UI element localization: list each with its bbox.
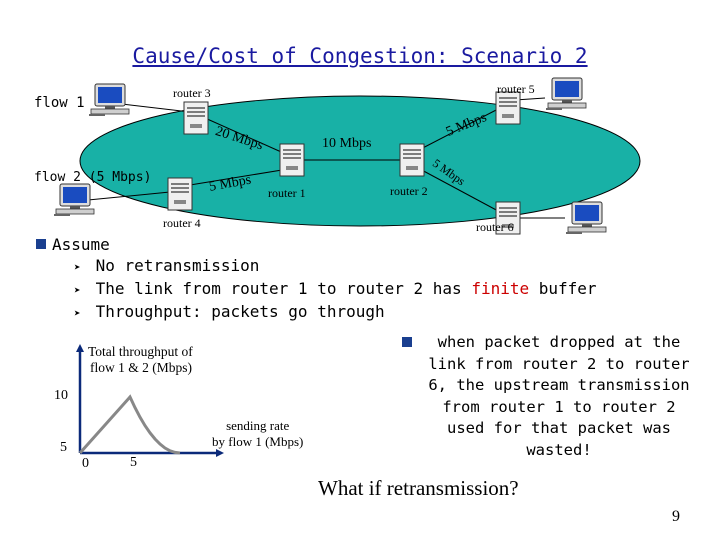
square-bullet-icon (402, 337, 412, 347)
assume-item-3: ➤ Throughput: packets go through (36, 301, 597, 324)
chart-ylabel-line1: Total throughput of (88, 344, 193, 359)
host-link-flow1 (121, 103, 191, 113)
drop-note-text: when packet dropped at the link from rou… (428, 333, 690, 459)
router5-label: router 5 (497, 82, 535, 96)
router3-label: router 3 (173, 86, 211, 100)
router6-label: router 6 (476, 220, 514, 234)
arrow-bullet-icon: ➤ (74, 307, 81, 320)
arrow-bullet-icon: ➤ (74, 284, 81, 297)
assume-item-3-text: Throughput: packets go through (95, 302, 385, 321)
chart-xtick-5: 5 (130, 455, 137, 470)
network-cloud (79, 95, 641, 227)
page-number: 9 (672, 508, 680, 525)
chart-ylabel: Total throughput of flow 1 & 2 (Mbps) (88, 344, 193, 376)
assume-item-1-text: No retransmission (95, 256, 260, 275)
link-r2-r6 (417, 167, 501, 213)
router2-label: router 2 (390, 184, 428, 198)
assume-item-2-text: The link from router 1 to router 2 has (95, 279, 472, 298)
throughput-curve (78, 394, 181, 455)
slide-title: Cause/Cost of Congestion: Scenario 2 (132, 44, 588, 68)
link-r3-r1 (204, 117, 289, 156)
router4-label: router 4 (163, 216, 201, 230)
assume-heading-text: Assume (52, 235, 110, 254)
arrow-bullet-icon: ➤ (74, 261, 81, 274)
assume-item-2-emphasis: finite (471, 279, 530, 298)
chart-ytick-5: 5 (60, 440, 67, 455)
chart-xlabel: sending rate by flow 1 (Mbps) (212, 418, 303, 450)
chart-ylabel-line2: flow 1 & 2 (Mbps) (90, 360, 192, 375)
link-r1-r2-label: 10 Mbps (322, 136, 372, 151)
flow2-label: flow 2 (5 Mbps) (34, 170, 152, 185)
chart-ytick-10: 10 (54, 388, 68, 403)
host-link-flow2 (87, 191, 171, 201)
square-bullet-icon (36, 239, 46, 249)
chart-xtick-0: 0 (82, 456, 89, 471)
drop-note: when packet dropped at the link from rou… (402, 332, 698, 461)
chart-xlabel-line2: by flow 1 (Mbps) (212, 434, 304, 449)
question-text: What if retransmission? (318, 476, 519, 500)
link-r2-r5 (414, 107, 501, 153)
assume-heading: Assume (36, 234, 597, 255)
assume-item-1: ➤ No retransmission (36, 255, 597, 278)
assume-block: Assume ➤ No retransmission ➤ The link fr… (36, 234, 597, 324)
chart-xlabel-line1: sending rate (226, 418, 290, 433)
assume-item-2-tail: buffer (529, 279, 597, 298)
assume-item-2: ➤ The link from router 1 to router 2 has… (36, 278, 597, 301)
link-r4-r1 (189, 169, 283, 186)
router1-label: router 1 (268, 186, 306, 200)
flow1-label: flow 1 (34, 95, 85, 111)
